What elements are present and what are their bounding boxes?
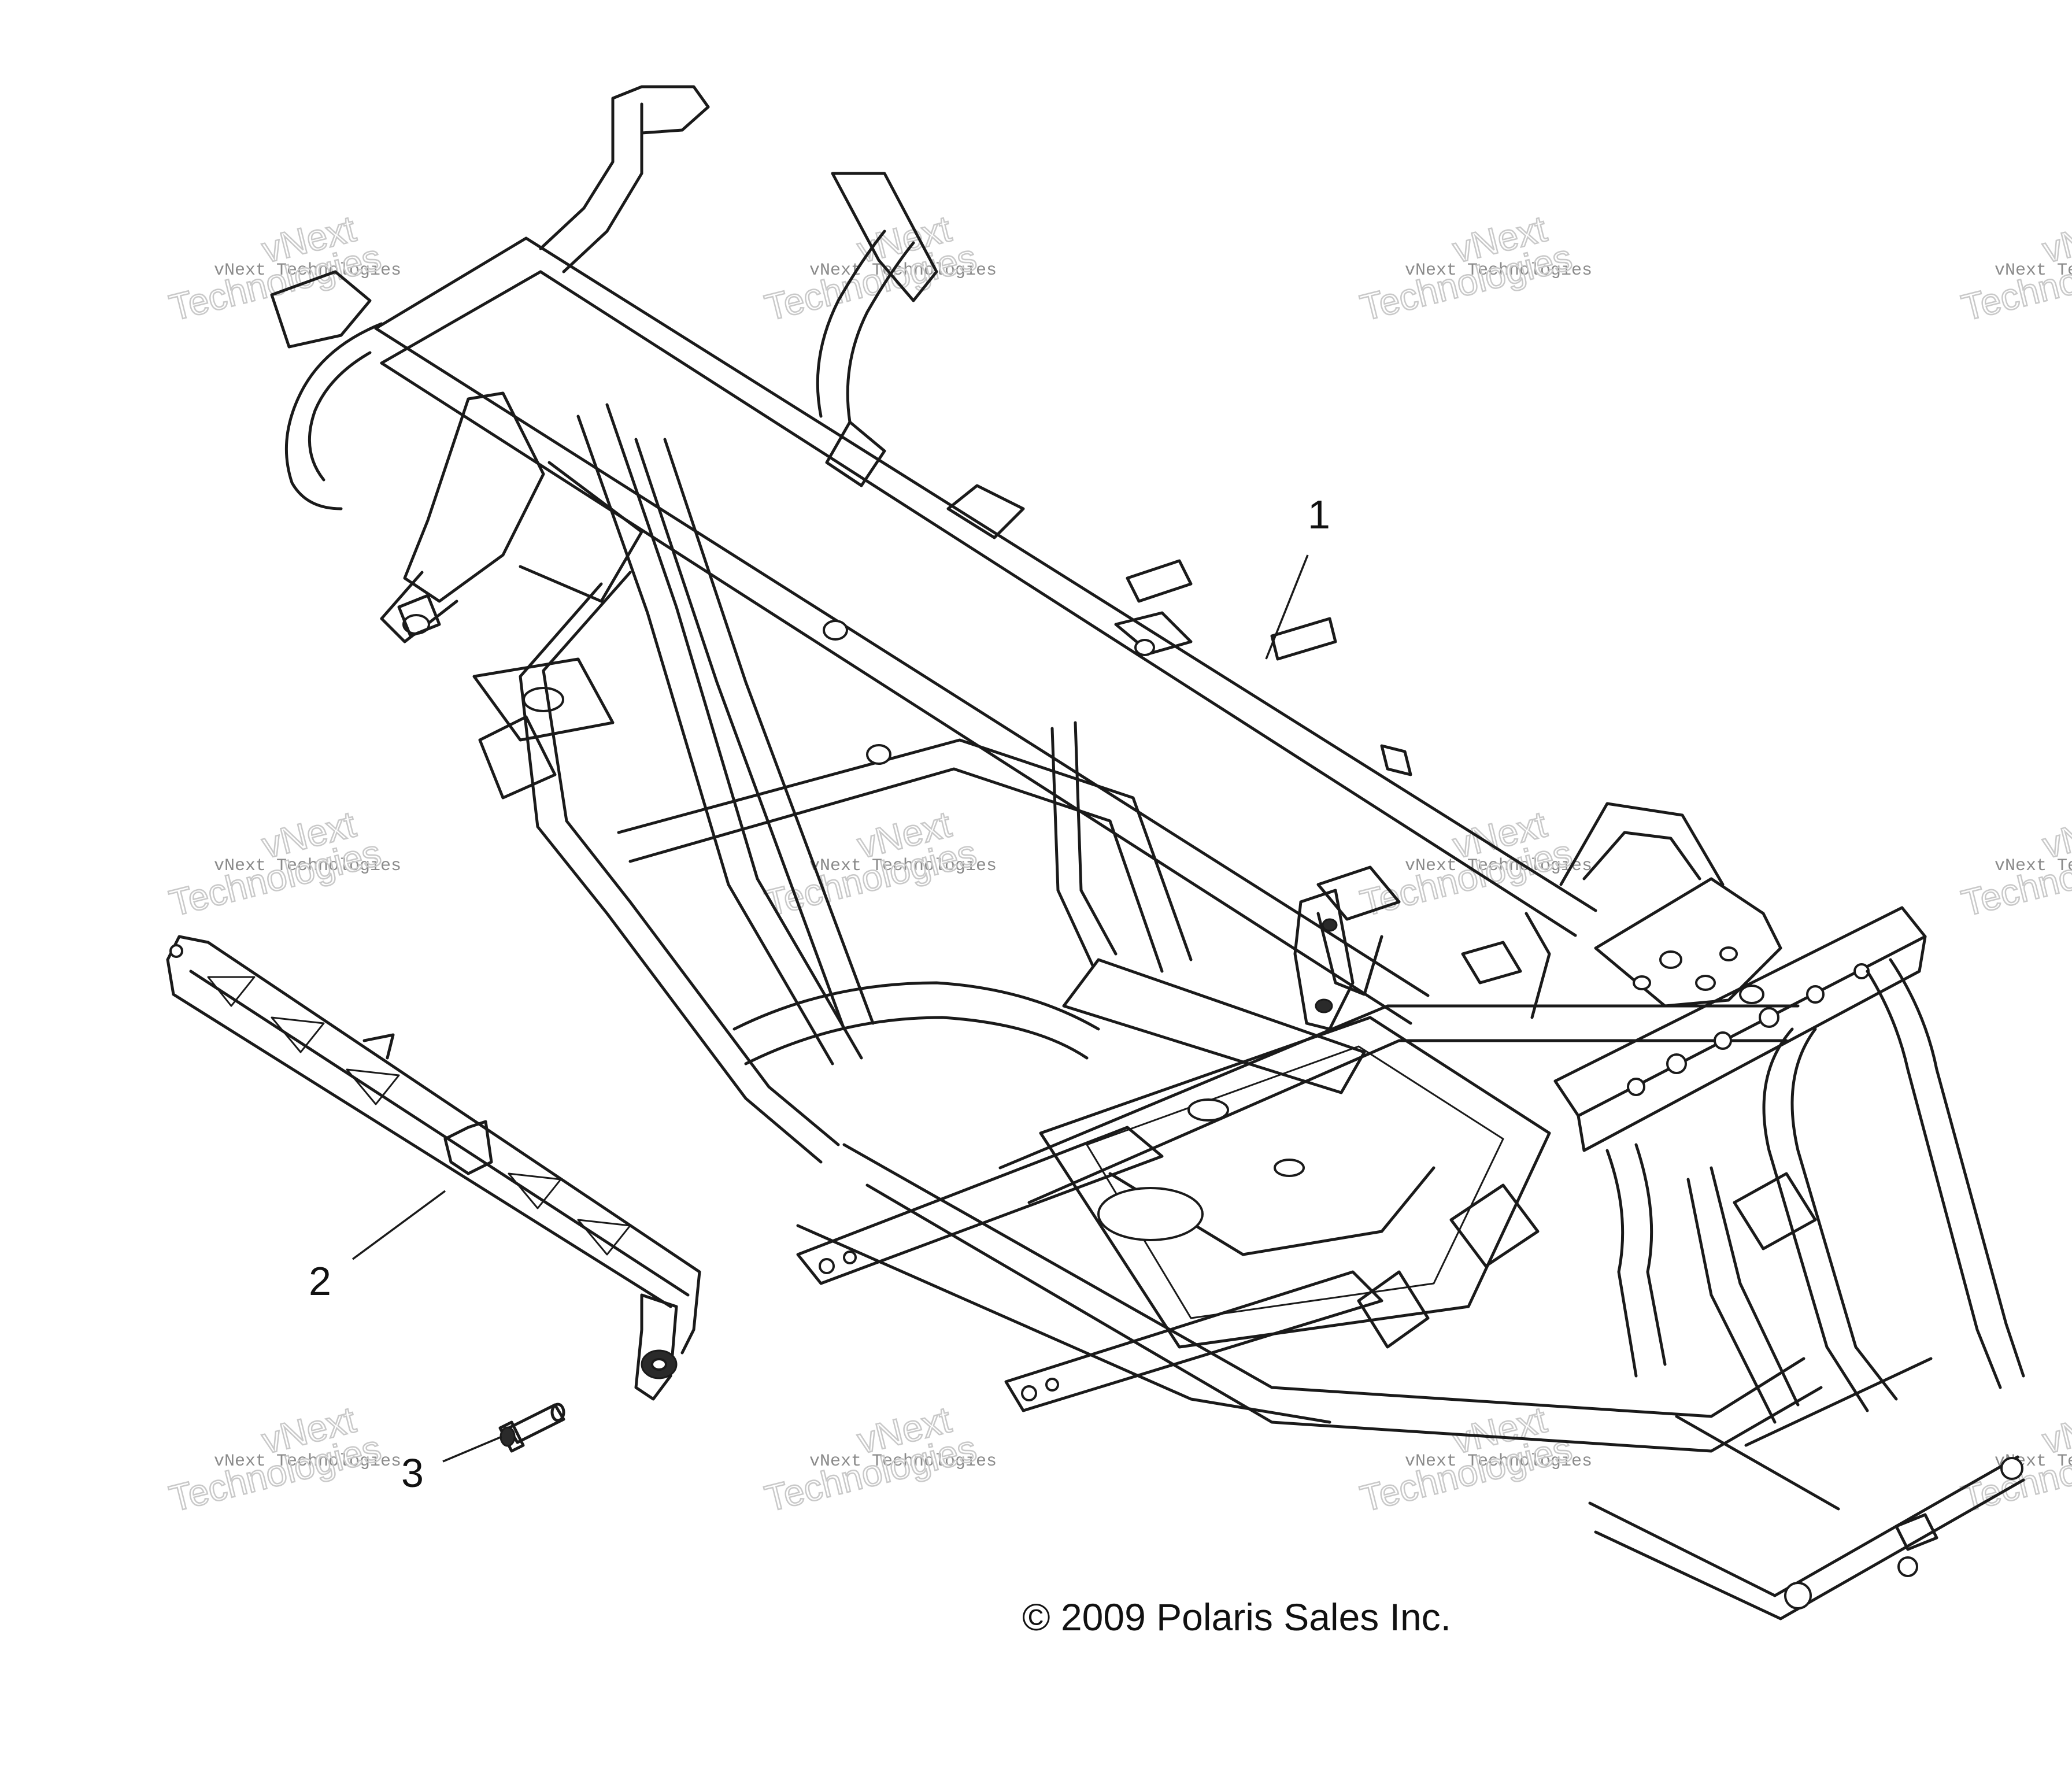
watermark: vNext Technologies vNext Technologies [760, 207, 997, 330]
rear-vertical-posts [1605, 958, 2025, 1424]
center-cross-members [617, 721, 1193, 1065]
front-upper-hoop [270, 85, 938, 510]
callout-label: 3 [401, 1451, 424, 1496]
watermark: vNext Technologies vNext Technologies [165, 802, 401, 925]
floor-pan [1039, 958, 1551, 1349]
callout-3: 3 [401, 1435, 502, 1496]
callout-leader [352, 1190, 446, 1260]
rear-hitch-receiver [1895, 1513, 1938, 1551]
callout-leader [442, 1435, 502, 1463]
watermark-small: vNext Technologies [809, 261, 997, 280]
lower-frame-rails [796, 1004, 1823, 1453]
seat-mount-bracket [1293, 889, 1355, 1031]
front-hitch-pin [397, 594, 441, 638]
callout-label: 1 [1308, 492, 1330, 537]
watermark-layer: vNext Technologies vNext Technologies vN… [165, 207, 2072, 1520]
rear-frame-section [1525, 802, 1782, 1019]
watermark: vNext Technologies vNext Technologies [1356, 802, 1592, 925]
watermark-small: vNext Technologies [1405, 856, 1592, 876]
watermark-small: vNext Technologies [1995, 261, 2072, 280]
callout-leader [1265, 554, 1309, 660]
watermark: vNext Technologies vNext Technologies [165, 207, 401, 330]
watermark-small: vNext Technologies [1405, 261, 1592, 280]
watermark-small: vNext Technologies [809, 1452, 997, 1471]
callout-2: 2 [309, 1190, 446, 1304]
watermark: vNext Technologies vNext Technologies [1957, 207, 2072, 330]
frame-brackets [823, 420, 1817, 1349]
watermark: vNext Technologies vNext Technologies [1957, 802, 2072, 925]
bolt-part-3 [498, 1403, 565, 1453]
watermark-small: vNext Technologies [214, 856, 401, 876]
watermark: vNext Technologies vNext Technologies [1356, 1398, 1592, 1520]
rear-bottom-rails [1588, 1357, 2025, 1620]
copyright-notice: © 2009 Polaris Sales Inc. [1022, 1596, 1451, 1638]
side-skid-rails [796, 1126, 1383, 1412]
callout-1: 1 [1265, 492, 1330, 660]
side-rail-part-2 [166, 935, 701, 1401]
watermark-small: vNext Technologies [809, 856, 997, 876]
watermark-small: vNext Technologies [1405, 1452, 1592, 1471]
rear-cross-plate [1553, 906, 1927, 1152]
watermark: vNext Technologies vNext Technologies [1356, 207, 1592, 330]
watermark-small: vNext Technologies [214, 261, 401, 280]
watermark: vNext Technologies vNext Technologies [165, 1398, 401, 1520]
watermark: vNext Technologies vNext Technologies [760, 1398, 997, 1520]
front-diagonal-tubes [519, 403, 875, 1164]
upper-main-rail [374, 236, 1597, 1025]
front-suspension-mount [380, 391, 643, 800]
callout-label: 2 [309, 1259, 331, 1304]
frame-assembly-part-1 [270, 85, 2025, 1620]
watermark-small: vNext Technologies [214, 1452, 401, 1471]
watermark-small: vNext Technologies [1995, 856, 2072, 876]
